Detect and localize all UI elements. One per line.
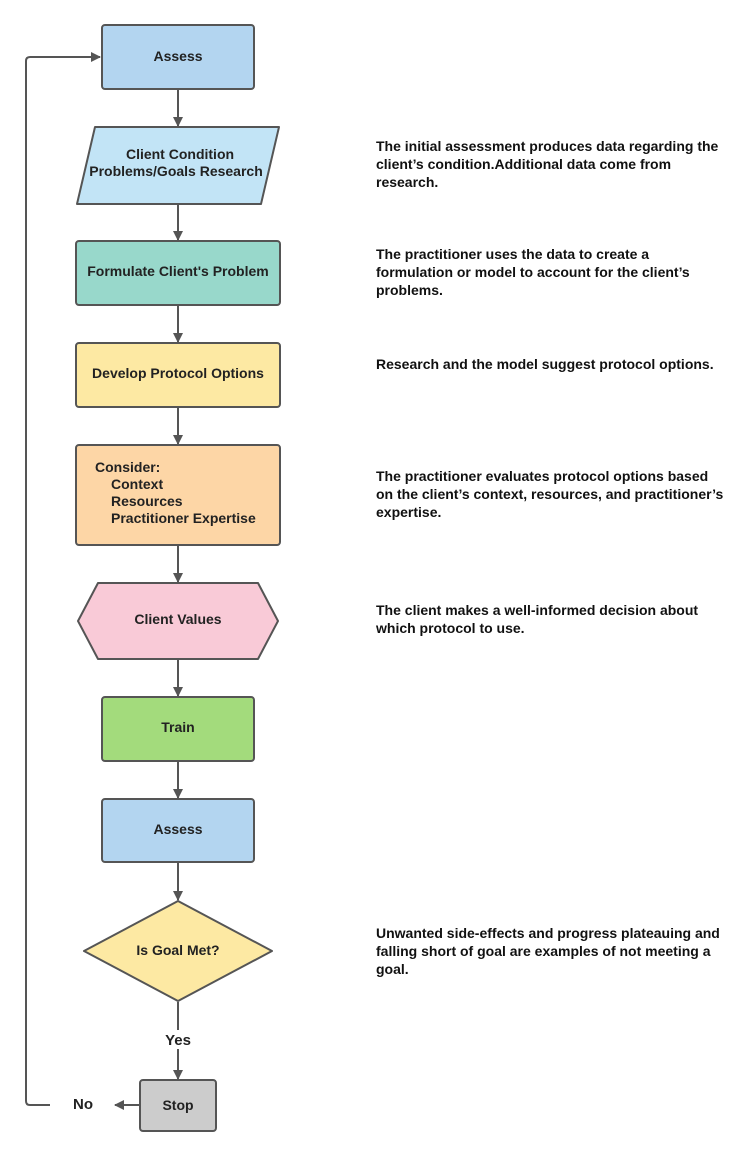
consider-label-context: Context [111, 476, 163, 492]
consider-label-heading: Consider: [95, 459, 160, 475]
assess-top-node: Assess [101, 24, 255, 90]
client-values-node: Client Values [77, 582, 279, 660]
formulate-node: Formulate Client's Problem [75, 240, 281, 306]
client-values-shape [77, 582, 279, 660]
stop-label: Stop [162, 1097, 193, 1113]
formulate-shape [75, 240, 281, 306]
note-condition: The initial assessment produces data reg… [376, 138, 719, 190]
client-condition-shape [76, 126, 280, 205]
client-condition-node: Client Condition Problems/Goals Research [76, 126, 280, 205]
client-condition-label-line2: Problems/Goals Research [89, 163, 263, 179]
assess-top-shape [101, 24, 255, 90]
consider-node: Consider: Context Resources Practitioner… [75, 444, 281, 546]
no-label: No [73, 1096, 93, 1113]
goal-decision-node: Is Goal Met? [83, 900, 273, 1002]
consider-shape [75, 444, 281, 546]
consider-label-resources: Resources [111, 493, 183, 509]
client-values-label: Client Values [134, 611, 221, 627]
note-values: The client makes a well-informed decisio… [376, 602, 699, 636]
yes-label: Yes [165, 1032, 191, 1049]
note-consider: The practitioner evaluates protocol opti… [376, 468, 724, 520]
develop-label: Develop Protocol Options [92, 365, 264, 381]
note-formulate: The practitioner uses the data to create… [376, 246, 690, 298]
train-shape [101, 696, 255, 762]
assess-bottom-label: Assess [153, 821, 202, 837]
formulate-label: Formulate Client's Problem [87, 263, 268, 279]
edge-loop-back-to-assess [25, 52, 101, 1106]
connectors [25, 52, 183, 1110]
client-condition-label-line1: Client Condition [126, 146, 234, 162]
develop-node: Develop Protocol Options [75, 342, 281, 408]
note-goal: Unwanted side-effects and progress plate… [376, 925, 720, 977]
train-node: Train [101, 696, 255, 762]
goal-decision-shape [83, 900, 273, 1002]
assess-bottom-node: Assess [101, 798, 255, 863]
note-develop: Research and the model suggest protocol … [376, 356, 714, 372]
goal-decision-label: Is Goal Met? [136, 942, 219, 958]
stop-node: Stop [139, 1079, 217, 1132]
assess-top-label: Assess [153, 48, 202, 64]
train-label: Train [161, 719, 194, 735]
consider-label-expertise: Practitioner Expertise [111, 510, 256, 526]
develop-shape [75, 342, 281, 408]
stop-shape [139, 1079, 217, 1132]
assess-bottom-shape [101, 798, 255, 863]
